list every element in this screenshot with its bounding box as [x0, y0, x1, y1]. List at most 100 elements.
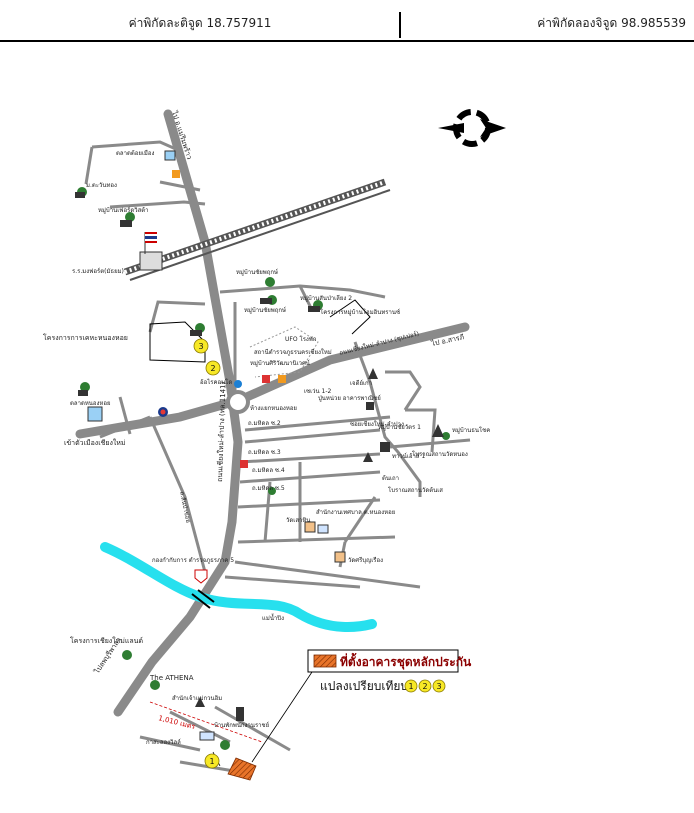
building-icon — [172, 170, 180, 178]
location-map: N — [43, 109, 506, 781]
police-icon — [158, 407, 168, 417]
marker-2-label: 2 — [210, 364, 215, 373]
tree-icon — [150, 680, 160, 690]
legend-marker-label: 3 — [436, 682, 441, 691]
coordinates-header: ค่าพิกัดละติจูด 18.757911 ค่าพิกัดลองจิจ… — [0, 0, 694, 42]
place-label: อ้อไรคอนโด — [200, 378, 232, 386]
place-label: บ้านพักพนักงานราชย์ — [214, 721, 269, 729]
tree-icon — [442, 432, 450, 440]
dotted-boundary — [249, 326, 319, 378]
tree-icon — [265, 277, 275, 287]
tree-icon — [268, 487, 276, 495]
legend-subtitle: แปลงเปรียบเทียบ — [320, 679, 408, 693]
place-label: หมู่บ้านสันป่าเลียง 2 — [300, 294, 352, 302]
road-label-san-pa-khoi: ถ.สันป่าข่อย — [178, 491, 191, 523]
building-icon — [190, 330, 202, 336]
building-icon — [366, 402, 374, 410]
place-label: โครงการการเคหะหนองหอย — [43, 333, 128, 342]
building-icon — [308, 306, 320, 312]
place-label: ซอยเชียงใหม่-ลำปาง — [350, 420, 404, 428]
place-label: ร.ร.มงฟอร์ต(มัธยม) — [72, 267, 124, 275]
market-icon — [164, 150, 176, 161]
place-label: วัดศรีบุญเรือง — [348, 556, 383, 564]
place-label: ต้นเถา — [382, 475, 399, 482]
building-icon — [75, 192, 85, 198]
place-label: ปู่นหน่วย อาคารพาณิชย์ — [318, 394, 381, 402]
temple-icon — [368, 368, 378, 379]
legend-title: ที่ตั้งอาคารชุดหลักประกัน — [340, 652, 472, 670]
tree-icon — [80, 382, 90, 392]
project-boundary — [329, 299, 371, 335]
road-label-soi-4: ถ.มหิดล ซ.4 — [252, 467, 285, 474]
place-label: กองกำกับการ ตำรวจภูธรภาค 5 — [152, 557, 234, 564]
building-icon — [236, 707, 244, 721]
place-label: โครงการเชียงใหม่แลนด์ — [70, 636, 143, 645]
market-icon — [87, 406, 103, 422]
road-label-soi-5: ถ.มหิดล ซ.5 — [252, 485, 285, 492]
longitude-label: ค่าพิกัดลองจิจูด 98.985539 — [537, 16, 686, 30]
legend-marker-1: 1 — [404, 679, 418, 693]
place-label: กาสะลองวิลล์ — [146, 738, 181, 746]
compass-icon: N — [438, 109, 506, 147]
road-label-soi-3: ถ.มหิดล ซ.3 — [248, 449, 281, 456]
place-label: หมู่บ้านชัยพฤกษ์ — [244, 306, 286, 314]
legend-marker-label: 2 — [422, 682, 427, 691]
roundabout — [226, 390, 250, 414]
temple-icon — [432, 424, 444, 437]
temple-icon — [195, 697, 205, 707]
legend-marker-label: 1 — [408, 682, 413, 691]
place-label: หมู่บ้านชัยพฤกษ์ — [236, 268, 278, 276]
building-icon — [260, 298, 272, 304]
marker-1-label: 1 — [209, 757, 214, 766]
place-label: โบราณสถานวัดหนอง — [412, 450, 468, 458]
tree-icon — [122, 650, 132, 660]
place-label: เซเว่น 1-2 — [304, 388, 332, 395]
place-label: หมู่บ้านชัยวัตร 1 — [378, 424, 421, 431]
place-label: ม.ตะวันทอง — [86, 182, 117, 189]
place-label: หมู่บ้านศิริวัฒนานิเวศน์ — [250, 359, 310, 367]
tree-icon — [220, 740, 230, 750]
road-label-city: เข้าตัวเมืองเชียงใหม่ — [64, 438, 126, 447]
road-label-soi-2: ถ.มหิดล ซ.2 — [248, 420, 281, 427]
building-icon — [304, 521, 316, 533]
building-icon — [120, 220, 132, 227]
railway — [123, 178, 391, 281]
building-icon — [278, 375, 286, 383]
map-legend: ที่ตั้งอาคารชุดหลักประกัน แปลงเปรียบเทีย… — [307, 649, 472, 693]
place-label: หมู่บ้านธนโชค — [452, 426, 490, 434]
building-icon — [78, 390, 88, 396]
comparison-marker-1: 1 — [204, 753, 220, 769]
school-building-icon — [139, 251, 163, 271]
temple-icon — [363, 452, 373, 462]
place-label: ตลาดต้อยเมือง — [116, 149, 154, 157]
river — [100, 542, 377, 632]
legend-marker-3: 3 — [432, 679, 446, 693]
building-icon — [334, 551, 346, 563]
place-label: หมู่บ้านเฟอร์ดวิสต้า — [98, 206, 149, 214]
comparison-marker-2: 2 — [205, 360, 221, 376]
building-icon — [240, 460, 248, 468]
tree-icon — [125, 212, 135, 222]
latitude-label: ค่าพิกัดละติจูด 18.757911 — [128, 16, 272, 30]
place-label: โครงการหมู่บ้านโฮมอินทรานซ์ — [320, 308, 400, 316]
building-icon — [380, 442, 390, 452]
road-label-1141: ถนนเชียงใหม่-ลำปาง (ทล.1141) — [215, 381, 228, 482]
legend-marker-2: 2 — [418, 679, 432, 693]
place-label: วัดเสาหิน — [286, 517, 310, 524]
gas-station-icon — [234, 380, 242, 388]
marker-3-label: 3 — [198, 342, 203, 351]
place-label: สำนักเจ้าแม่กวนอิม — [172, 695, 222, 702]
place-label: สำนักงานเทศบาล ต.หนองหอย — [316, 509, 395, 516]
place-label: สถานีตำรวจภูธรนครเชียงใหม่ — [254, 348, 332, 356]
place-label: ห้างแยกหนองหอย — [250, 405, 297, 412]
building-icon — [262, 375, 270, 383]
place-label: ทาวน์เฮ้าส์ 1 — [392, 452, 425, 460]
compass-letter: N — [469, 125, 475, 133]
place-label: The ATHENA — [149, 674, 194, 682]
flag-icon — [144, 232, 157, 254]
building-icon — [199, 731, 215, 741]
header-divider — [399, 12, 401, 38]
place-label: โบราณสถานวัดต้นเส — [388, 486, 443, 494]
river-label: แม่น้ำปิง — [262, 612, 284, 622]
place-label: UFO โรงพัก — [285, 335, 317, 343]
